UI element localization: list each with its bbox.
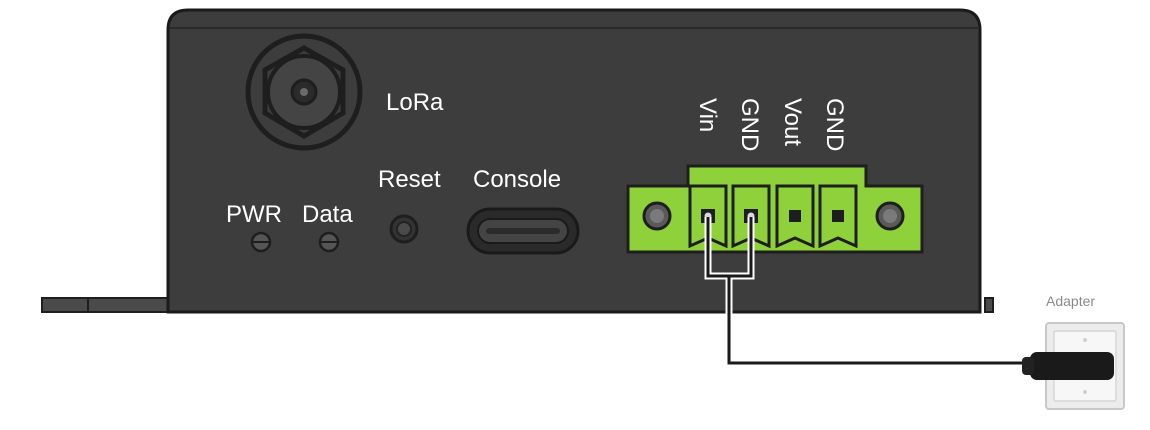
adapter-icon — [1022, 322, 1125, 410]
terminal-label-gnd-1: GND — [736, 98, 763, 151]
pwr-led-label: PWR — [226, 201, 282, 228]
data-led-icon — [318, 231, 340, 253]
antenna-connector-icon — [245, 33, 363, 151]
terminal-pin-vout — [775, 184, 815, 249]
terminal-label-vout: Vout — [779, 98, 806, 146]
terminal-label-gnd-2: GND — [821, 98, 848, 151]
mounting-flange-right — [984, 297, 994, 313]
adapter-label: Adapter — [1046, 293, 1095, 309]
usb-c-port-icon — [466, 207, 580, 255]
mounting-flange-left — [41, 297, 173, 313]
antenna-label: LoRa — [386, 89, 444, 116]
reset-label: Reset — [378, 166, 441, 193]
power-wire — [704, 217, 1035, 367]
terminal-pin-gnd-2 — [818, 184, 858, 249]
reset-button-icon — [389, 214, 419, 244]
console-label: Console — [473, 166, 561, 193]
terminal-label-vin: Vin — [694, 98, 721, 132]
pwr-led-icon — [250, 231, 272, 253]
data-led-label: Data — [302, 201, 353, 228]
